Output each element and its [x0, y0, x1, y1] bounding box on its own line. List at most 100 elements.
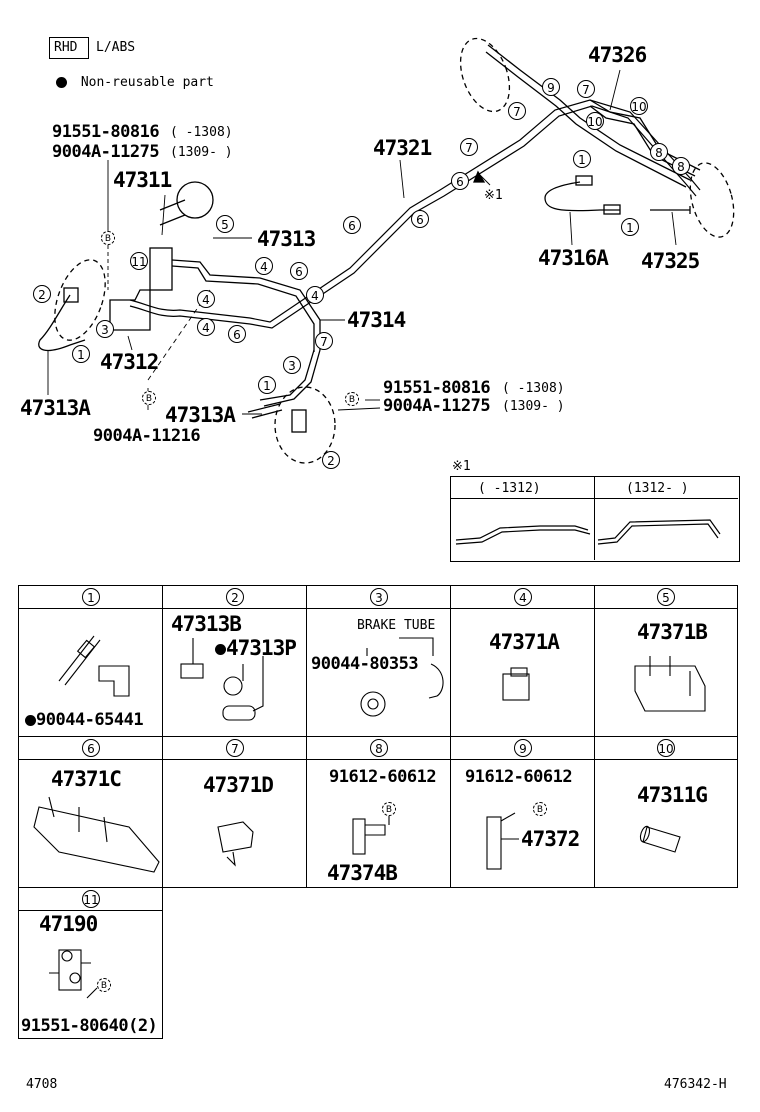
cell-7: 7 47371D [162, 736, 307, 888]
callout-6d: 6 [290, 262, 308, 280]
marker-b3: B [345, 392, 359, 406]
non-reusable-dot-icon [215, 643, 226, 655]
callout-3a: 3 [96, 320, 114, 338]
callout-4b: 4 [197, 290, 215, 308]
label-47313: 47313 [257, 227, 316, 251]
callout-1d: 1 [258, 376, 276, 394]
label-9004a-top-range: (1309- ) [170, 145, 233, 160]
marker-b2: B [142, 391, 156, 405]
cell-4-number: 4 [514, 588, 532, 606]
cell-10-part: 47311G [637, 783, 708, 807]
callout-7: 7 [577, 80, 595, 98]
callout-9: 9 [542, 78, 560, 96]
note-mark: ※1 [484, 188, 503, 203]
cell-4-part: 47371A [489, 630, 560, 654]
cell-6: 6 47371C [18, 736, 163, 888]
marker-b6: B [97, 978, 111, 992]
marker-b5: B [533, 802, 547, 816]
callout-8: 8 [650, 143, 668, 161]
cell-5-part: 47371B [637, 620, 708, 644]
cell-5-number: 5 [657, 588, 675, 606]
non-reusable-dot-icon [25, 714, 36, 726]
rhd-label: RHD [54, 40, 78, 55]
cell-9-part2: 47372 [521, 827, 580, 851]
callout-10b: 10 [586, 112, 604, 130]
cell-5: 5 47371B [594, 585, 738, 737]
cell-2-number: 2 [226, 588, 244, 606]
brake-tube-diagram [38, 37, 735, 464]
marker-b4: B [382, 802, 396, 816]
callout-1b: 1 [621, 218, 639, 236]
label-91551-top-range: ( -1308) [170, 125, 233, 140]
label-9004a-11216: 9004A-11216 [93, 426, 201, 446]
label-91551-right: 91551-80816 [383, 378, 491, 398]
label-9004a-right-range: (1309- ) [502, 399, 565, 414]
cell-1: 1 90044-65441 [18, 585, 163, 737]
label-91551-right-range: ( -1308) [502, 381, 565, 396]
cell-3-caption: BRAKE TUBE [357, 618, 436, 633]
callout-4c: 4 [306, 286, 324, 304]
note-col2: (1312- ) [626, 481, 689, 496]
footer-right: 476342-H [664, 1077, 727, 1092]
callout-7c: 7 [460, 138, 478, 156]
label-47326: 47326 [588, 43, 647, 67]
legend-text: Non-reusable part [80, 75, 214, 90]
note-title: ※1 [452, 459, 471, 474]
cell-8-part2: 47374B [327, 861, 398, 885]
note-inset-divider [594, 476, 595, 560]
cell-2: 2 47313B 47313P [162, 585, 307, 737]
callout-4d: 4 [197, 318, 215, 336]
cell-8: 8 91612-60612 B 47374B [306, 736, 451, 888]
label-47316a: 47316A [538, 246, 609, 270]
callout-10: 10 [630, 97, 648, 115]
label-47311: 47311 [113, 168, 172, 192]
cell-9-part1: 91612-60612 [465, 767, 573, 787]
note-inset [450, 476, 740, 562]
cell-8-number: 8 [370, 739, 388, 757]
cell-2-part1: 47313B [171, 612, 242, 636]
cell-7-number: 7 [226, 739, 244, 757]
cell-6-number: 6 [82, 739, 100, 757]
callout-4a: 4 [255, 257, 273, 275]
callout-5: 5 [216, 215, 234, 233]
cell-3: 3 BRAKE TUBE 90044-80353 [306, 585, 451, 737]
callout-2a: 2 [33, 285, 51, 303]
callout-6: 6 [451, 172, 469, 190]
cell-6-part: 47371C [51, 767, 122, 791]
callout-1c: 1 [72, 345, 90, 363]
label-47325: 47325 [641, 249, 700, 273]
cell-3-number: 3 [370, 588, 388, 606]
cell-11-part1: 47190 [39, 912, 98, 936]
callout-11: 11 [130, 252, 148, 270]
marker-b1: B [101, 231, 115, 245]
label-47321: 47321 [373, 136, 432, 160]
cell-9-number: 9 [514, 739, 532, 757]
cell-8-part1: 91612-60612 [329, 767, 437, 787]
callout-8b: 8 [672, 157, 690, 175]
cell-11-number: 11 [82, 890, 100, 908]
label-47313a-left: 47313A [20, 396, 91, 420]
callout-6b: 6 [411, 210, 429, 228]
footer-left: 4708 [26, 1077, 58, 1092]
cell-10-number: 10 [657, 739, 675, 757]
note-col1: ( -1312) [478, 481, 541, 496]
callout-1a: 1 [573, 150, 591, 168]
label-47313a-mid: 47313A [165, 403, 236, 427]
cell-11-part2: 91551-80640(2) [21, 1016, 158, 1036]
label-9004a-right: 9004A-11275 [383, 396, 491, 416]
callout-6c: 6 [343, 216, 361, 234]
rhd-badge [49, 37, 89, 59]
label-9004a-top: 9004A-11275 [52, 142, 160, 162]
cell-10: 10 47311G [594, 736, 738, 888]
callout-6e: 6 [228, 325, 246, 343]
cell-2-part2: 47313P [215, 638, 297, 659]
label-91551-top: 91551-80816 [52, 122, 160, 142]
non-reusable-dot-icon [56, 77, 67, 88]
cell-7-part: 47371D [203, 773, 274, 797]
legend: Non-reusable part [56, 76, 214, 89]
cell-3-part: 90044-80353 [311, 654, 419, 674]
callout-7d: 7 [315, 332, 333, 350]
callout-2b: 2 [322, 451, 340, 469]
label-47314: 47314 [347, 308, 406, 332]
cell-11: 11 47190 B 91551-80640(2) [18, 887, 163, 1039]
